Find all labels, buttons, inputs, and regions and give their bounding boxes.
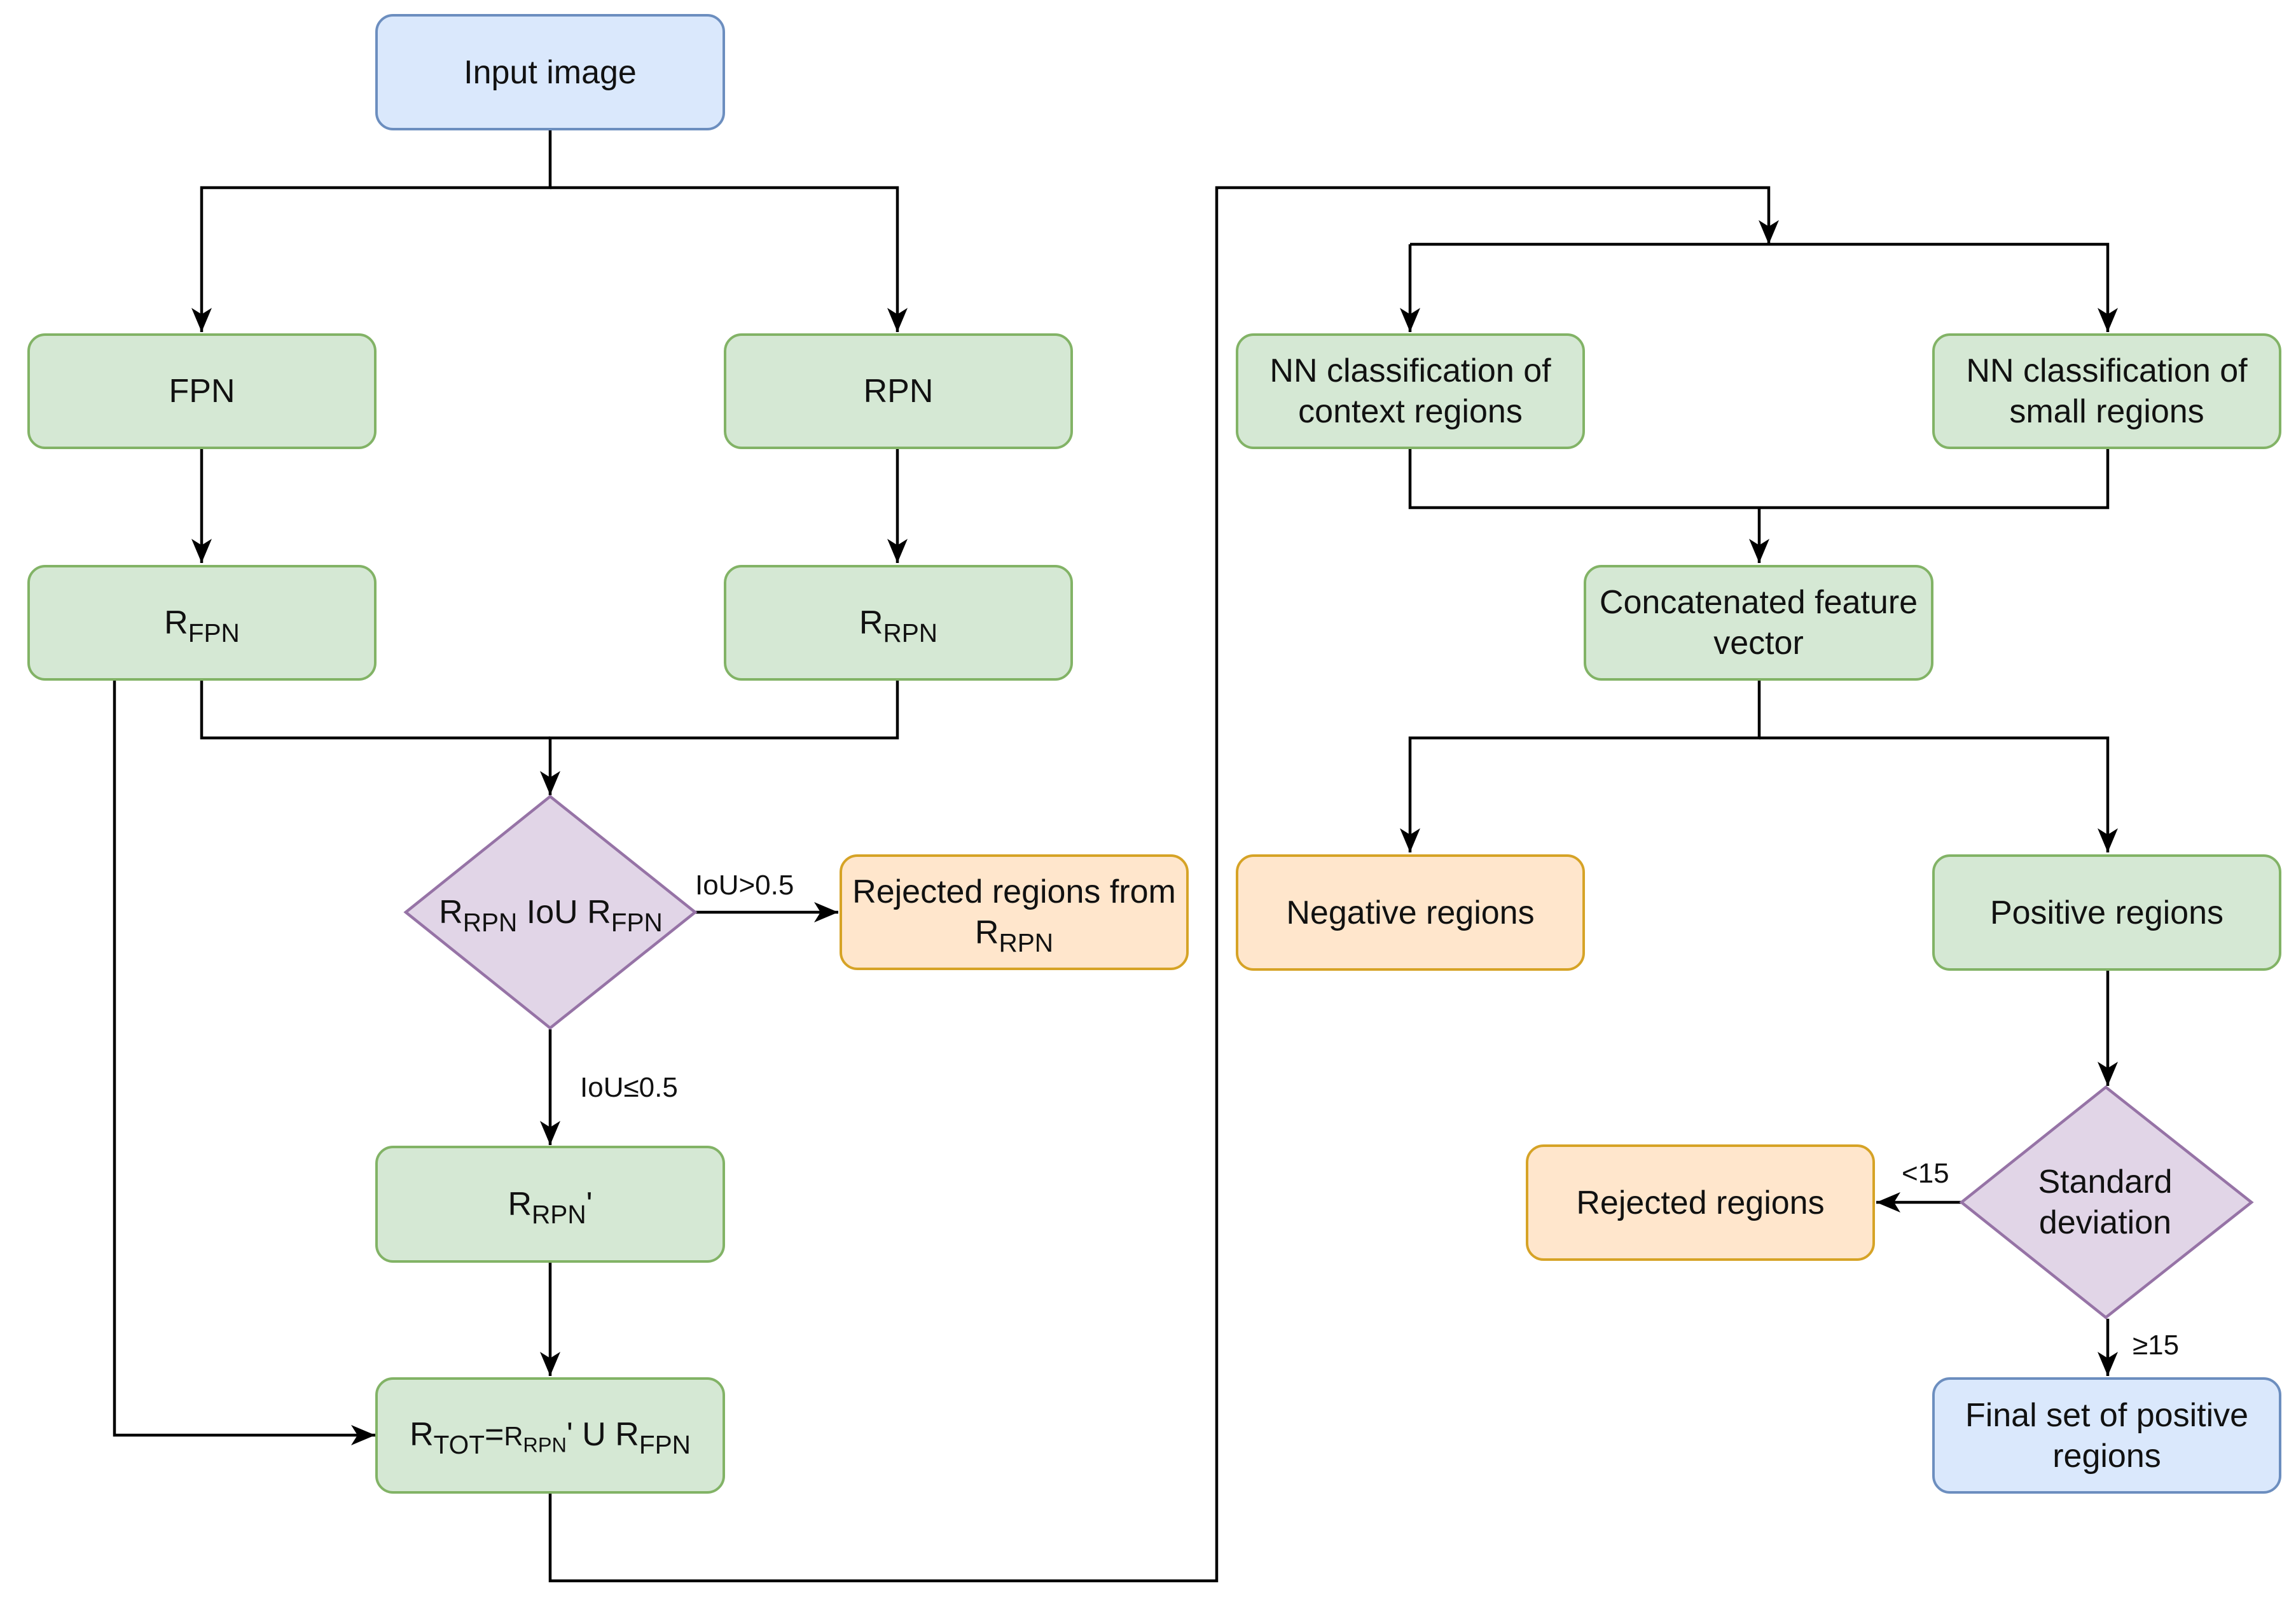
arrowhead-rfpn	[191, 539, 212, 563]
arrowhead-rtot-left	[351, 1425, 375, 1445]
arrowhead-rtot-top	[540, 1352, 560, 1376]
arrowhead-rejected	[1876, 1192, 1900, 1212]
edge-input-to-fpn	[200, 130, 552, 332]
r-fpn-node: RFPN	[27, 565, 377, 681]
edge-rtot-to-nn	[548, 186, 1771, 1583]
edge-label-ge15: ≥15	[2133, 1330, 2180, 1361]
arrowhead-rrpnprime	[540, 1121, 560, 1145]
edge-concat-to-negative	[1408, 681, 1761, 852]
r-fpn-label: RFPN	[164, 604, 240, 648]
edge-label-lt15: <15	[1902, 1158, 1949, 1189]
r-rpn-prime-label: RRPN'	[508, 1186, 593, 1229]
arrowhead-nn-small	[2098, 308, 2118, 332]
arrowhead-rejected-from	[814, 902, 838, 922]
arrowhead-negative	[1400, 828, 1420, 852]
r-rpn-label: RRPN	[859, 604, 938, 648]
rejected-regions-node: Rejected regions	[1526, 1144, 1875, 1261]
fpn-label: FPN	[169, 373, 235, 410]
fpn-node: FPN	[27, 333, 377, 449]
rejected-regions-label: Rejected regions	[1576, 1184, 1825, 1221]
edge-concat-to-positive	[1759, 736, 2110, 852]
rpn-label: RPN	[863, 373, 934, 410]
arrowhead-split-top	[1759, 220, 1779, 244]
edge-label-iou-le: IoU≤0.5	[580, 1072, 678, 1103]
input-image-node: Input image	[375, 14, 725, 130]
r-rpn-prime-node: RRPN'	[375, 1146, 725, 1263]
iou-decision-label: RRPN IoU RFPN	[439, 894, 663, 937]
edge-rfpn-to-rtot	[113, 681, 375, 1437]
arrowhead-nn-context	[1400, 308, 1420, 332]
edge-rfpn-merge	[200, 681, 550, 740]
arrowhead-rrpn	[887, 539, 908, 563]
edge-input-to-rpn	[550, 186, 899, 332]
r-rpn-node: RRPN	[724, 565, 1073, 681]
arrowhead-decision	[540, 771, 560, 795]
input-image-label: Input image	[464, 53, 637, 91]
edge-nncontext-merge	[1408, 449, 2110, 510]
r-tot-label: RTOT=RRPN' U RFPN	[410, 1416, 691, 1459]
edge-label-iou-gt: IoU>0.5	[695, 870, 794, 901]
arrowhead-positive	[2098, 828, 2118, 852]
negative-regions-label: Negative regions	[1286, 894, 1535, 931]
std-decision-diamond	[1959, 1085, 2254, 1319]
edge-to-nn-small	[1410, 242, 2110, 332]
r-tot-node: RTOT=RRPN' U RFPN	[375, 1377, 725, 1494]
positive-regions-label: Positive regions	[1989, 894, 2224, 931]
arrowhead-concat	[1749, 539, 1769, 563]
arrowhead-final	[2098, 1352, 2118, 1376]
iou-decision-diamond	[403, 795, 698, 1030]
arrowhead-std	[2098, 1062, 2118, 1086]
edge-rrpn-merge	[548, 681, 899, 795]
rpn-node: RPN	[724, 333, 1073, 449]
negative-regions-node: Negative regions	[1236, 854, 1585, 971]
arrowhead-fpn	[191, 308, 212, 332]
arrowhead-rpn	[887, 308, 908, 332]
positive-regions-node: Positive regions	[1932, 854, 2281, 971]
